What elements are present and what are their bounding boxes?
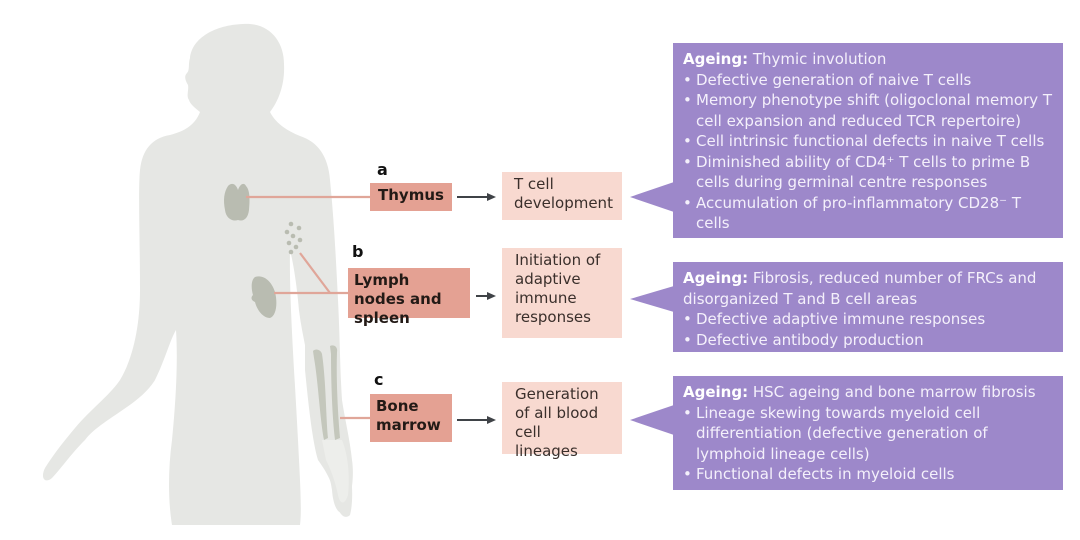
ulna-bone (330, 345, 340, 440)
function-box-t-cell-development: T cell development (502, 172, 622, 220)
hand-bones (322, 440, 349, 503)
ageing-bullet: •Functional defects in myeloid cells (683, 465, 955, 483)
section-label-b: b (352, 242, 364, 261)
spleen-organ (251, 276, 277, 318)
organ-box-bone-marrow: Bone marrow (370, 394, 452, 442)
function-box-generation-blood-lineages: Generation of all blood cell lineages (502, 382, 622, 460)
ageing-bullet: •Defective adaptive immune responses (683, 310, 986, 328)
ageing-heading: Ageing: HSC ageing and bone marrow fibro… (683, 383, 1036, 401)
thymus-organ (224, 183, 250, 221)
ageing-pointer-a (630, 182, 674, 212)
function-box-initiation-adaptive-immune: Initiation of adaptive immune responses (502, 248, 622, 338)
arrow-marrow-to-function (457, 416, 496, 424)
ageing-heading: Ageing: Fibrosis, reduced number of FRCs… (683, 269, 1037, 308)
ageing-bullet: •Accumulation of pro-inflammatory CD28⁻ … (683, 193, 1021, 233)
arrow-thymus-to-function (457, 193, 496, 201)
ageing-bullet: •Cell intrinsic functional defects in na… (683, 132, 1045, 150)
radius-bone (313, 349, 328, 440)
ageing-pointer-b (630, 286, 674, 312)
ageing-heading: Ageing: Thymic involution (683, 50, 887, 68)
ageing-bullet: •Defective generation of naive T cells (683, 70, 972, 89)
lymph-nodes (284, 221, 303, 255)
section-label-c: c (374, 370, 384, 389)
ageing-bullet: •Lineage skewing towards myeloid cell di… (683, 403, 988, 463)
organ-box-thymus: Thymus (370, 183, 452, 211)
organ-box-lymph-nodes-spleen: Lymph nodes and spleen (348, 268, 470, 327)
ageing-box-lymph-nodes-spleen: Ageing: Fibrosis, reduced number of FRCs… (673, 262, 1063, 352)
ageing-bullet: •Defective antibody production (683, 330, 924, 349)
ageing-box-thymus: Ageing: Thymic involution •Defective gen… (673, 43, 1063, 238)
section-label-a: a (377, 160, 388, 179)
ageing-box-bone-marrow: Ageing: HSC ageing and bone marrow fibro… (673, 376, 1063, 490)
ageing-pointer-c (630, 405, 674, 435)
body-silhouette (42, 23, 353, 525)
arrow-lymph-to-function (476, 292, 496, 300)
ageing-bullet: •Diminished ability of CD4⁺ T cells to p… (683, 152, 1031, 192)
lymph-node-connector (299, 252, 331, 294)
ageing-bullet: •Memory phenotype shift (oligoclonal mem… (683, 91, 1053, 130)
